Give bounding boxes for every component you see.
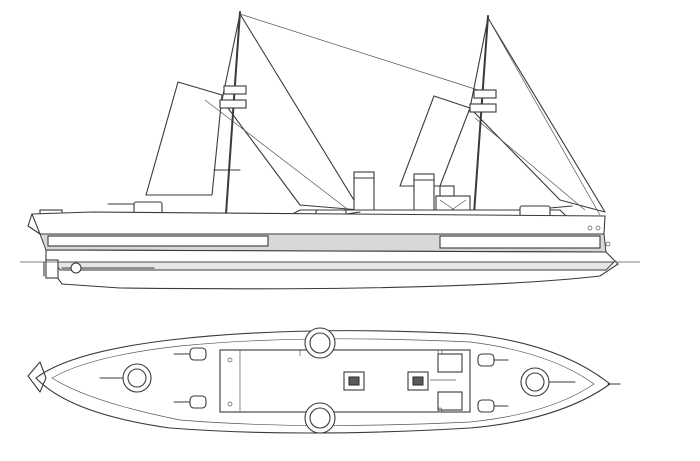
plan-view [27, 327, 621, 434]
funnels [353, 171, 435, 221]
plan-turrets [99, 327, 576, 434]
fore-sails [145, 13, 479, 216]
aft-mast [469, 15, 497, 215]
hull [27, 211, 619, 290]
plan-fittings [227, 349, 443, 413]
portholes [587, 225, 611, 247]
plan-side-guns [173, 347, 509, 413]
fore-mast [213, 11, 247, 215]
stern-gear [45, 259, 155, 279]
profile-view [20, 11, 640, 290]
